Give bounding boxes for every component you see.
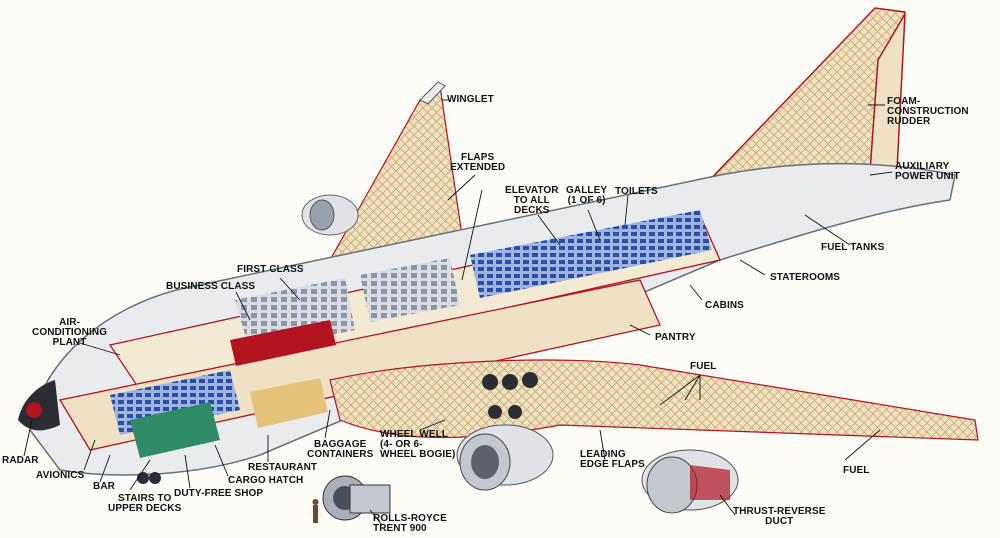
label-rolls-royce-trent-900: ROLLS-ROYCE TRENT 900 bbox=[373, 513, 447, 534]
business-seats bbox=[360, 258, 460, 322]
red-carpet bbox=[230, 320, 336, 366]
label-baggage-containers: BAGGAGE CONTAINERS bbox=[307, 439, 374, 460]
label-bar: BAR bbox=[93, 481, 115, 492]
main-landing-gear bbox=[482, 372, 538, 419]
label-air-conditioning-plant: AIR- CONDITIONING PLANT bbox=[32, 317, 108, 348]
label-fuel-tanks: FUEL TANKS bbox=[821, 242, 885, 253]
near-wing bbox=[329, 359, 979, 441]
label-galley: GALLEY (1 OF 6) bbox=[566, 185, 608, 206]
person-figure bbox=[313, 505, 318, 523]
duty-free-floor bbox=[130, 402, 220, 458]
inner-engine bbox=[456, 424, 554, 491]
label-business-class: BUSINESS CLASS bbox=[166, 281, 256, 292]
label-elevator: ELEVATOR TO ALL DECKS bbox=[505, 185, 559, 216]
label-fuel-mid: FUEL bbox=[690, 361, 717, 372]
outer-engine bbox=[641, 449, 739, 514]
label-leading-edge-flaps: LEADING EDGE FLAPS bbox=[580, 449, 645, 470]
upper-blue-seats bbox=[470, 210, 712, 298]
winglet bbox=[419, 81, 446, 105]
label-wheel-well: WHEEL WELL (4- OR 6- WHEEL BOGIE) bbox=[380, 429, 456, 460]
label-avionics: AVIONICS bbox=[36, 470, 85, 481]
label-first-class: FIRST CLASS bbox=[237, 264, 304, 275]
label-winglet: WINGLET bbox=[447, 94, 494, 105]
label-auxiliary-power-unit: AUXILIARY POWER UNIT bbox=[895, 161, 960, 182]
label-cargo-hatch: CARGO HATCH bbox=[228, 475, 304, 486]
label-cabins: CABINS bbox=[705, 300, 744, 311]
label-foam-construction-rudder: FOAM- CONSTRUCTION RUDDER bbox=[887, 96, 969, 127]
label-duty-free-shop: DUTY-FREE SHOP bbox=[174, 488, 264, 499]
label-flaps-extended: FLAPS EXTENDED bbox=[450, 152, 506, 173]
radar-dish bbox=[26, 402, 42, 418]
label-fuel-wing: FUEL bbox=[843, 465, 870, 476]
label-thrust-reverse-duct: THRUST-REVERSE DUCT bbox=[733, 506, 826, 527]
label-restaurant: RESTAURANT bbox=[248, 462, 318, 473]
leader-lines bbox=[23, 99, 893, 526]
label-staterooms: STATEROOMS bbox=[770, 272, 841, 283]
nose-landing-gear bbox=[137, 472, 161, 484]
label-radar: RADAR bbox=[2, 455, 39, 466]
trent-900-engine bbox=[322, 475, 391, 521]
label-toilets: TOILETS bbox=[615, 186, 658, 197]
label-pantry: PANTRY bbox=[655, 332, 696, 343]
label-stairs-to-upper-decks: STAIRS TO UPPER DECKS bbox=[108, 493, 182, 514]
restaurant-floor bbox=[250, 378, 328, 428]
